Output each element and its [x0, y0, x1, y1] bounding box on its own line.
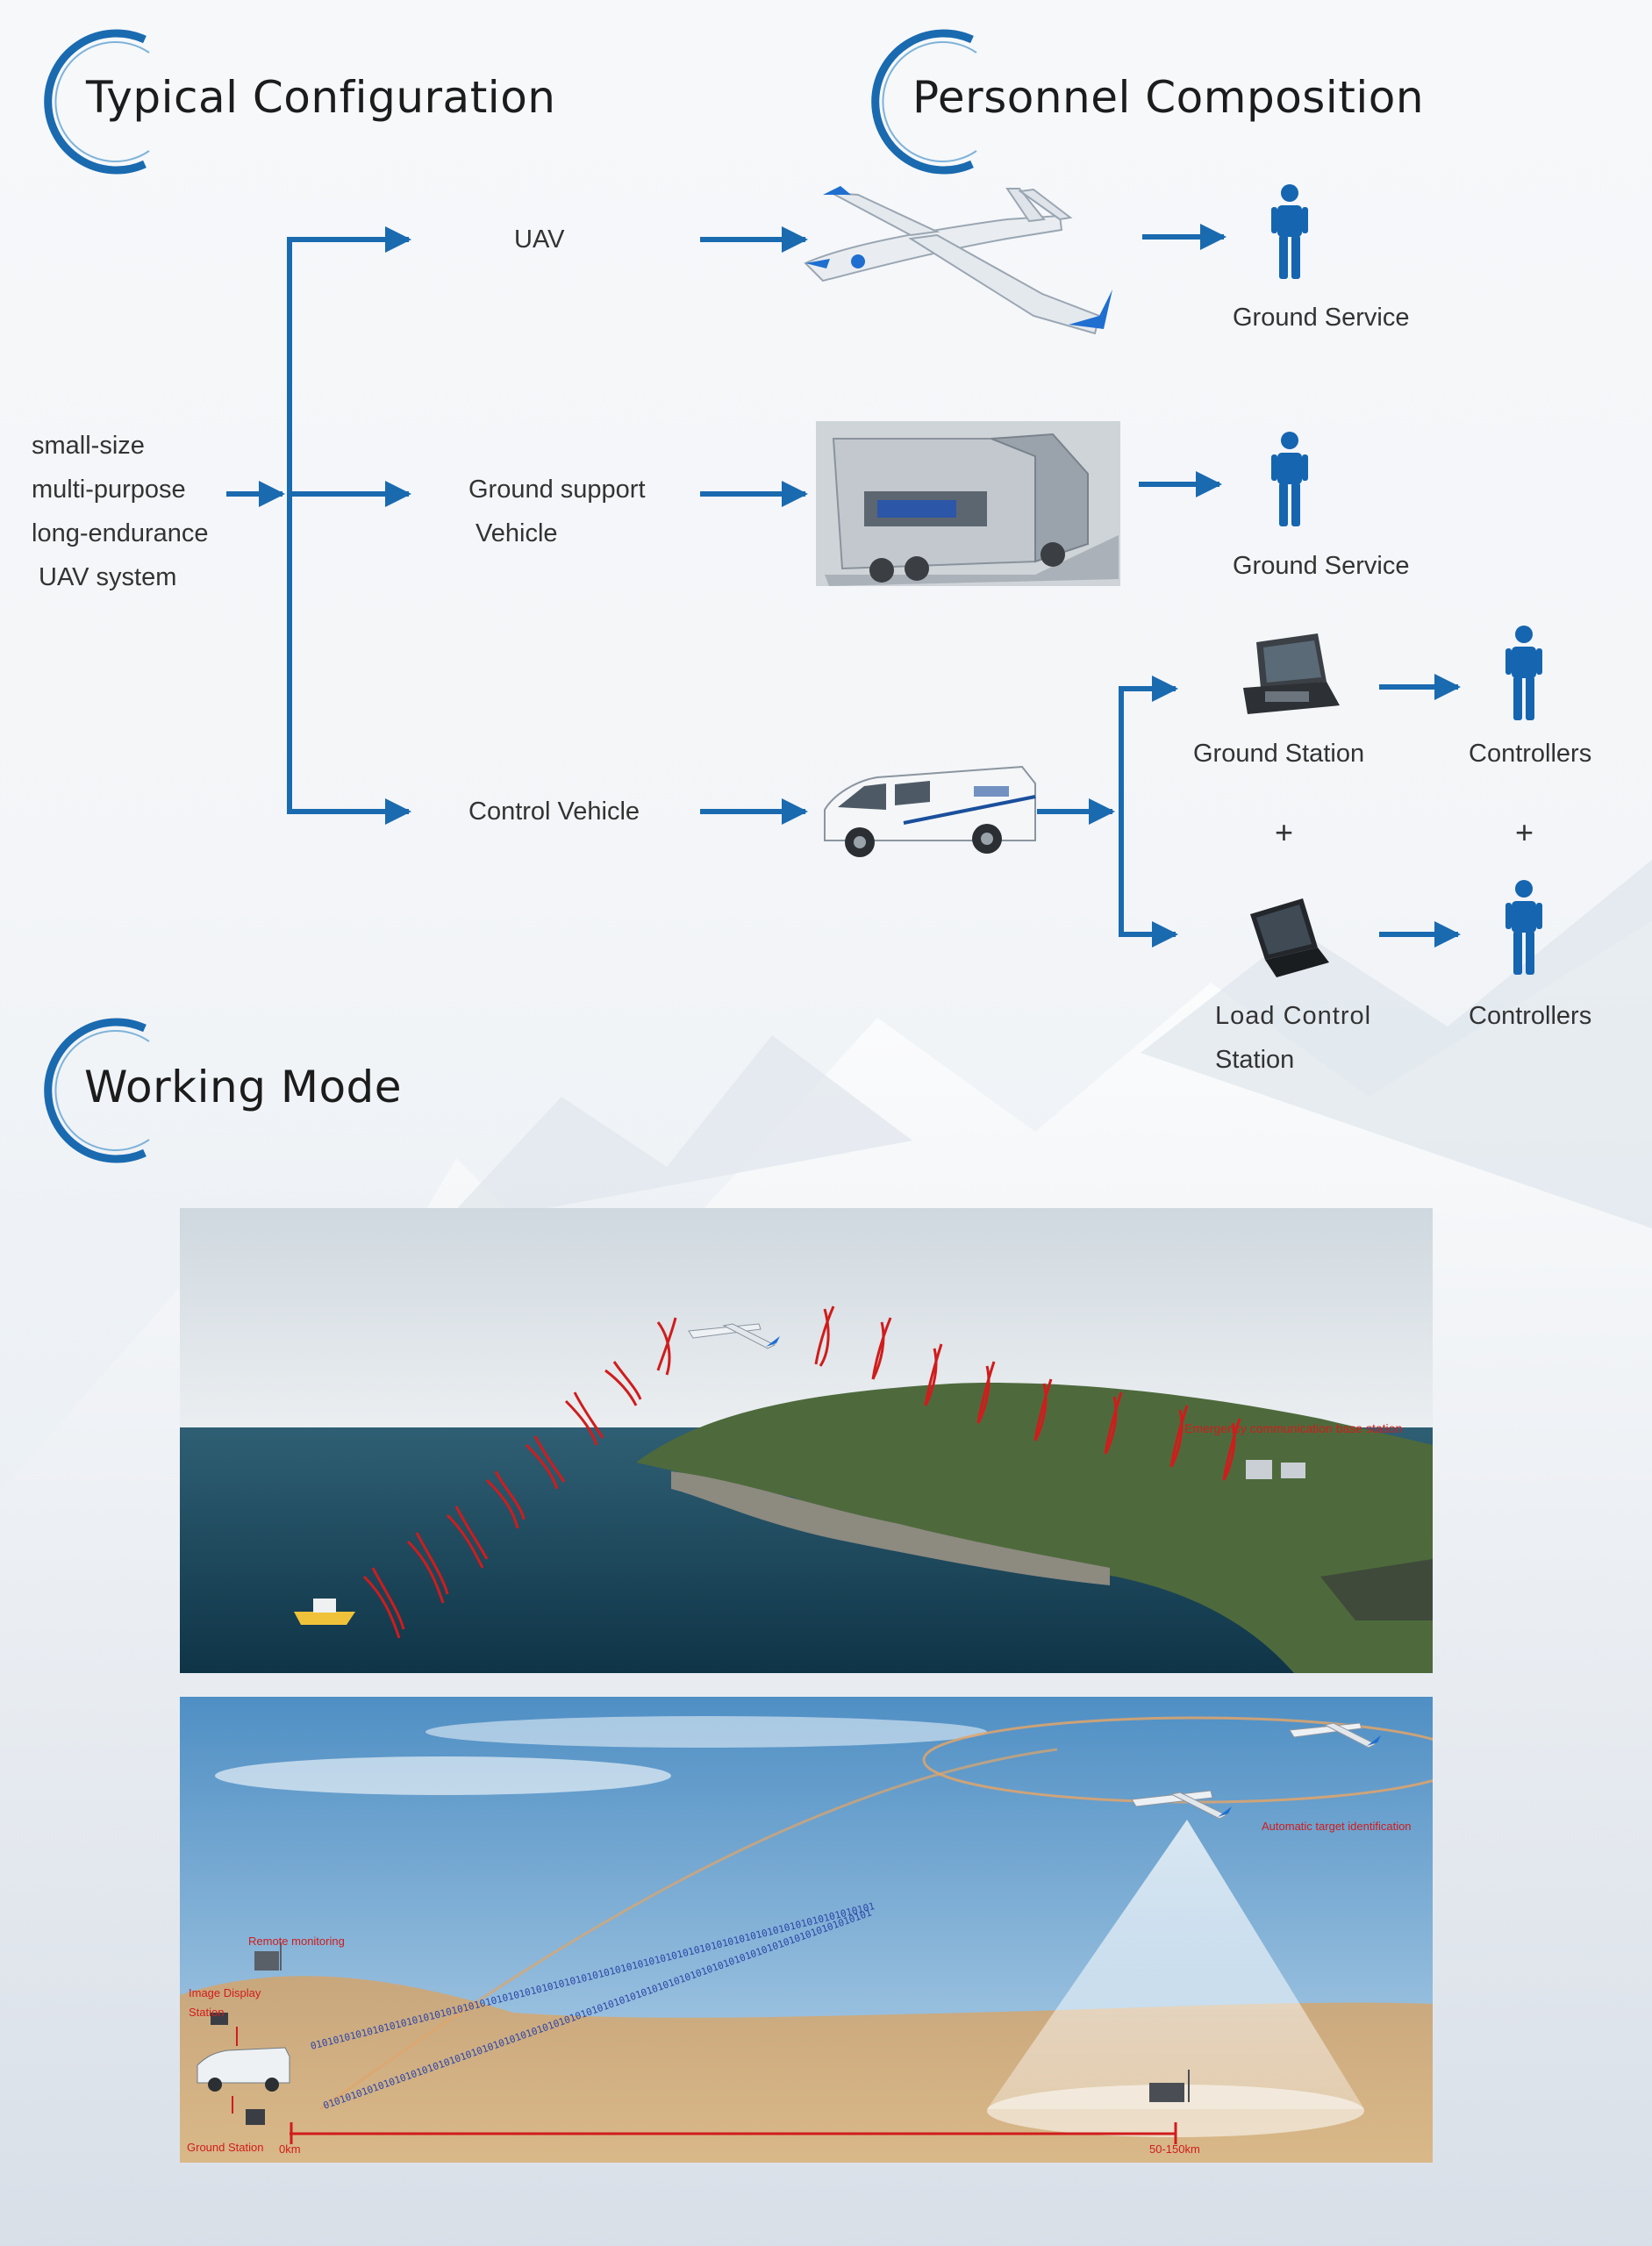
component-label-uav: UAV — [514, 225, 565, 254]
section-title-personnel-composition: Personnel Composition — [912, 72, 1425, 123]
header-arc-typical — [44, 29, 150, 175]
label-automatic-target-identification: Automatic target identification — [1262, 1820, 1412, 1833]
scene-coastal-communication: Emergency communication base station — [180, 1208, 1433, 1673]
label-emergency-base-station: Emergency communication base station — [1184, 1421, 1403, 1435]
ground-service-person-2 — [1271, 432, 1308, 526]
component-label-ground-support-line2: Vehicle — [476, 519, 558, 547]
controller-person-1 — [1505, 626, 1542, 720]
label-ground-station-scene: Ground Station — [187, 2141, 264, 2154]
plus-sign-right: + — [1515, 814, 1534, 850]
label-image-display-line2: Station — [189, 2006, 225, 2019]
label-image-display-line1: Image Display — [189, 1986, 261, 1999]
controller-person-2 — [1505, 880, 1542, 975]
label-remote-monitoring: Remote monitoring — [248, 1935, 345, 1948]
load-control-laptop-illustration — [1250, 898, 1329, 977]
scene2-van — [197, 2047, 290, 2092]
component-label-control-vehicle: Control Vehicle — [468, 798, 640, 826]
scene-desert-surveillance: 0101010101010101010101010101010101010101… — [180, 1697, 1433, 2163]
personnel-label-controllers-2: Controllers — [1469, 1002, 1592, 1030]
personnel-label-ground-service-2: Ground Service — [1233, 552, 1410, 580]
label-range-end: 50-150km — [1149, 2142, 1200, 2156]
uav-illustration — [804, 186, 1112, 335]
section-title-typical-configuration: Typical Configuration — [86, 72, 556, 123]
header-arc-personnel — [871, 29, 977, 175]
system-label-line4: UAV system — [39, 563, 177, 591]
system-label-line2: multi-purpose — [32, 476, 186, 504]
personnel-label-ground-service-1: Ground Service — [1233, 304, 1410, 332]
station-label-load-control-line2: Station — [1215, 1046, 1295, 1074]
signal-waves — [362, 1305, 1241, 1639]
system-label-line1: small-size — [32, 432, 145, 460]
person-figures — [1271, 184, 1542, 975]
station-label-load-control-line1: Load Control — [1215, 1002, 1372, 1030]
ground-support-vehicle-illustration — [816, 421, 1120, 586]
header-arc-working — [44, 1018, 150, 1163]
scene-desert-artwork: 0101010101010101010101010101010101010101… — [180, 1697, 1433, 2163]
scene-coastal-artwork — [180, 1208, 1433, 1673]
personnel-label-controllers-1: Controllers — [1469, 740, 1592, 768]
station-label-ground-station: Ground Station — [1193, 740, 1365, 768]
control-vehicle-illustration — [824, 765, 1036, 857]
scene1-uav — [688, 1323, 780, 1349]
plus-sign-left: + — [1275, 814, 1294, 850]
label-range-start: 0km — [279, 2142, 301, 2156]
scene2-uav-far — [1289, 1722, 1381, 1749]
section-title-working-mode: Working Mode — [84, 1062, 403, 1112]
component-label-ground-support-line1: Ground support — [468, 476, 646, 504]
ground-service-person-1 — [1271, 184, 1308, 279]
system-label-line3: long-endurance — [32, 519, 209, 547]
scene2-uav-main — [1131, 1790, 1232, 1820]
ground-station-case-illustration — [1243, 633, 1340, 714]
